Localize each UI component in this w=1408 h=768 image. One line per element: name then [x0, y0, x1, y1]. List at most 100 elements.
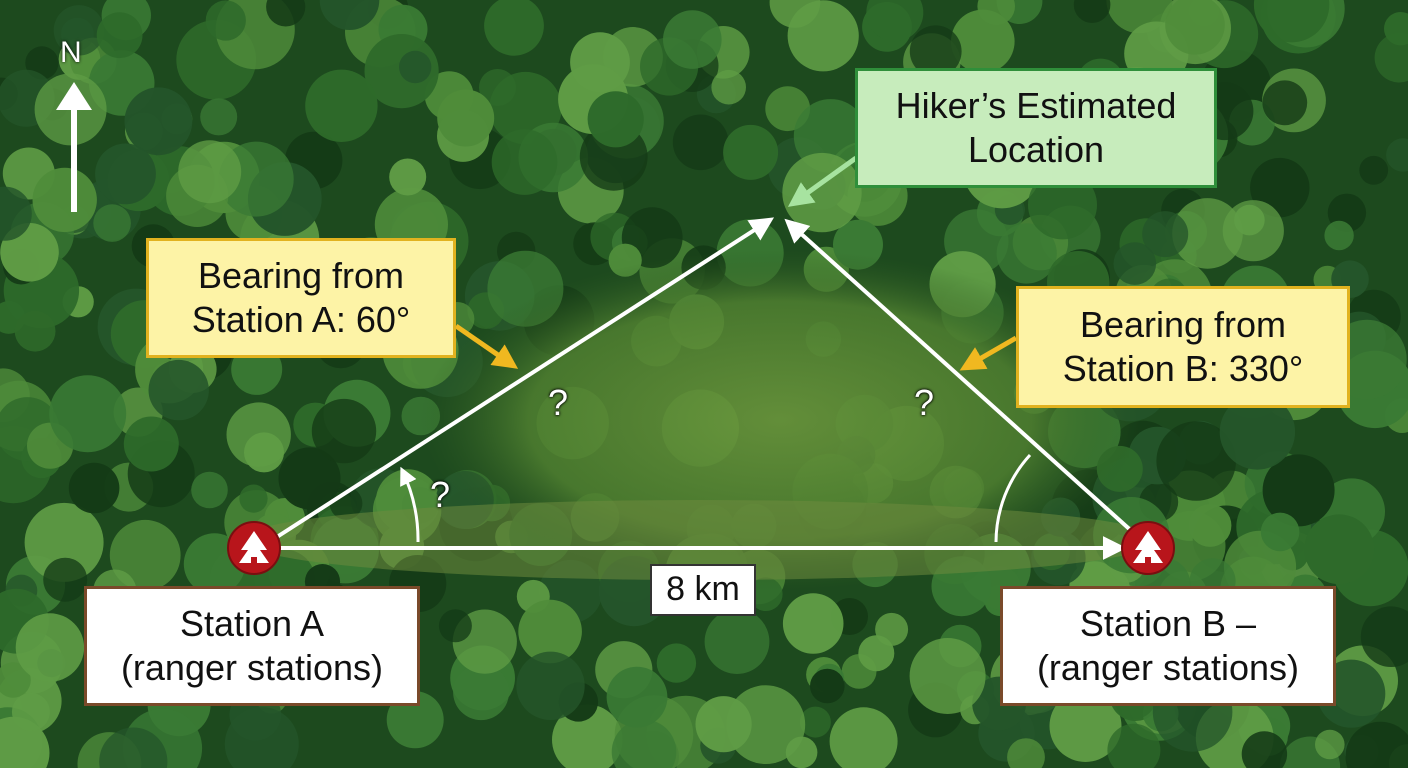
- tree-crown: [951, 9, 1015, 74]
- tree-crown: [1073, 0, 1111, 23]
- tree-crown: [785, 736, 818, 768]
- tree-crown: [704, 609, 770, 674]
- pointer-bearing-b: [959, 335, 1018, 371]
- tree-crown: [1260, 512, 1300, 552]
- tree-crown: [672, 114, 729, 171]
- tree-crown: [1324, 220, 1354, 251]
- tree-crown: [124, 87, 193, 156]
- tree-crown: [311, 398, 377, 464]
- station-a-line2: (ranger stations): [120, 647, 384, 688]
- tree-crown: [178, 140, 242, 204]
- tree-crown: [829, 707, 898, 768]
- tree-crown: [484, 0, 544, 56]
- tree-crown: [491, 129, 558, 195]
- unknown-marker-3: ?: [430, 474, 451, 515]
- tree-crown: [656, 643, 697, 683]
- trail-path: [240, 500, 1160, 580]
- tree-crown: [977, 0, 1015, 26]
- tree-crown: [782, 152, 862, 233]
- station-b-label: Station B – (ranger stations): [1000, 586, 1336, 706]
- north-arrow-icon: [56, 82, 92, 212]
- tree-crown: [711, 69, 746, 105]
- tree-crown: [1360, 606, 1408, 667]
- tree-crown: [191, 471, 228, 509]
- tree-crown: [438, 609, 472, 643]
- tree-crown: [239, 484, 268, 513]
- tree-crown: [1172, 198, 1243, 269]
- tree-crown: [148, 359, 209, 421]
- angle-arc-a: [400, 466, 420, 543]
- tree-crown: [1142, 211, 1189, 258]
- tree-crown: [266, 0, 306, 27]
- tree-crown: [726, 685, 806, 764]
- tree-crown: [787, 0, 859, 72]
- distance-label: 8 km: [650, 564, 756, 616]
- tree-crown: [1156, 421, 1236, 501]
- tree-crown: [68, 462, 120, 514]
- tree-crown: [278, 447, 341, 510]
- tree-crown: [1007, 738, 1045, 768]
- tree-crown: [99, 727, 168, 768]
- tree-crown: [14, 310, 56, 352]
- tree-crown: [663, 10, 722, 69]
- bearing-line-a: [264, 217, 775, 546]
- tree-crown: [1241, 731, 1288, 768]
- tree-crown: [866, 0, 924, 42]
- bearing-b-line1: Bearing from: [1079, 304, 1287, 346]
- bearing-a-callout: Bearing from Station A: 60°: [146, 238, 456, 358]
- tree-crown: [611, 719, 677, 768]
- tree-crown: [996, 223, 1057, 284]
- tree-crown: [205, 0, 246, 41]
- tree-crown: [909, 638, 986, 714]
- tree-crown: [399, 50, 432, 84]
- tree-crown: [49, 375, 127, 453]
- tree-crown: [24, 502, 104, 582]
- tree-crown: [1304, 514, 1375, 585]
- tree-crown: [1374, 33, 1408, 83]
- tree-crown: [32, 167, 97, 233]
- tree-crown: [1113, 242, 1157, 285]
- tree-crown: [0, 186, 32, 241]
- tree-crown: [1253, 0, 1330, 43]
- tree-crown: [799, 706, 831, 738]
- tree-crown: [11, 692, 50, 731]
- unknown-marker-2: ?: [914, 382, 935, 423]
- tree-crown: [782, 593, 844, 654]
- tree-crown: [858, 635, 895, 672]
- tree-crown: [1386, 138, 1408, 172]
- pointer-hiker: [787, 155, 858, 207]
- bearing-a-line1: Bearing from: [197, 255, 405, 297]
- tree-crown: [305, 69, 378, 142]
- tree-crown: [1219, 394, 1296, 470]
- station-a-line1: Station A: [179, 603, 325, 645]
- tree-crown: [695, 696, 752, 753]
- tree-crown: [1384, 12, 1408, 46]
- tree-crown: [1262, 80, 1308, 126]
- tree-crown: [329, 487, 363, 520]
- tree-crown: [1315, 729, 1345, 760]
- bearing-line-b: [784, 218, 1148, 546]
- tree-crown: [15, 613, 85, 682]
- tree-crown: [1049, 690, 1122, 762]
- hiker-line2: Location: [967, 129, 1105, 170]
- tree-crown: [1188, 504, 1232, 547]
- tree-crown: [518, 599, 582, 664]
- tree-crown: [95, 143, 156, 205]
- bearing-a-line2: Station A: 60°: [191, 299, 411, 340]
- tree-crown: [1165, 0, 1225, 55]
- pointer-bearing-a: [454, 323, 519, 369]
- station-a-label: Station A (ranger stations): [84, 586, 420, 706]
- tree-crown: [810, 668, 845, 704]
- tree-crown: [587, 91, 644, 148]
- tree-crown: [1359, 155, 1389, 185]
- tree-crown: [200, 98, 238, 136]
- tree-crown: [0, 662, 31, 698]
- north-label: N: [60, 36, 82, 69]
- tree-crown: [552, 704, 623, 768]
- station-b-line2: (ranger stations): [1036, 647, 1300, 688]
- tree-crown: [909, 25, 962, 78]
- hiker-line1: Hiker’s Estimated: [895, 85, 1177, 127]
- tree-crown: [53, 5, 105, 56]
- tree-crown: [516, 651, 585, 720]
- tree-crown: [319, 0, 380, 30]
